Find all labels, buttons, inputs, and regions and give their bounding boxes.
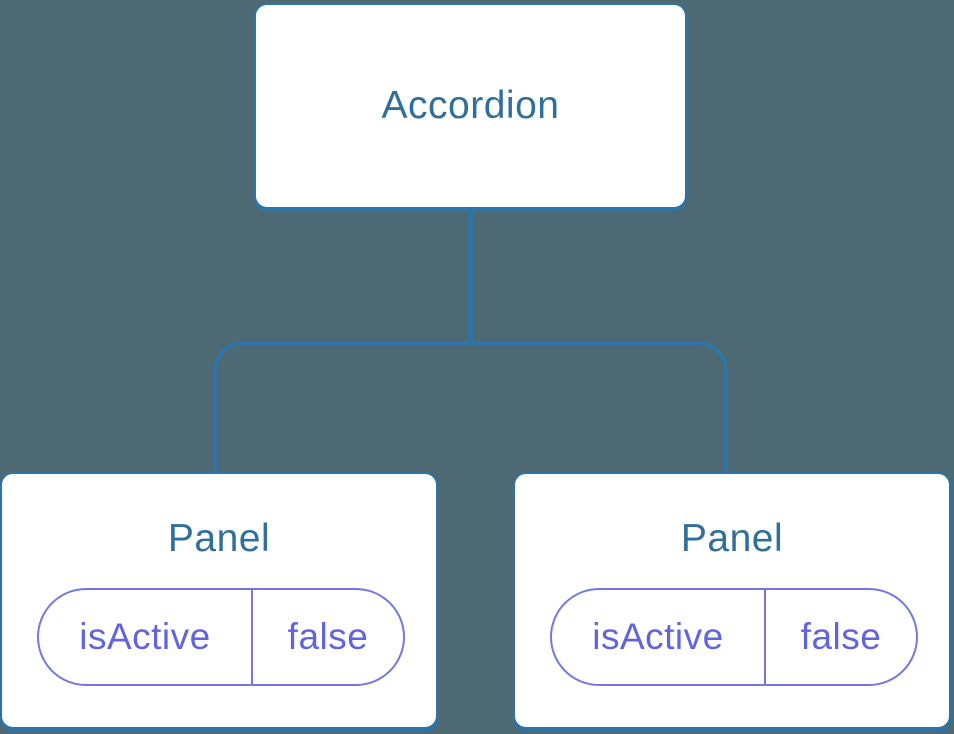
state-value-label: false (287, 616, 369, 657)
panel-node-label: Panel (167, 517, 271, 560)
panel-node-left: Panel isActive false (0, 472, 438, 729)
tree-stem-connector (468, 209, 473, 343)
state-key-label: isActive (39, 590, 253, 684)
state-key-label: isActive (552, 590, 766, 684)
state-pill: isActive false (550, 588, 918, 686)
accordion-node-label: Accordion (381, 84, 560, 127)
tree-branch-connector (213, 341, 728, 472)
panel-node-right: Panel isActive false (513, 472, 951, 729)
state-pill: isActive false (37, 588, 405, 686)
panel-node-label: Panel (680, 517, 784, 560)
accordion-node: Accordion (254, 3, 687, 209)
state-value-label: false (800, 616, 882, 657)
